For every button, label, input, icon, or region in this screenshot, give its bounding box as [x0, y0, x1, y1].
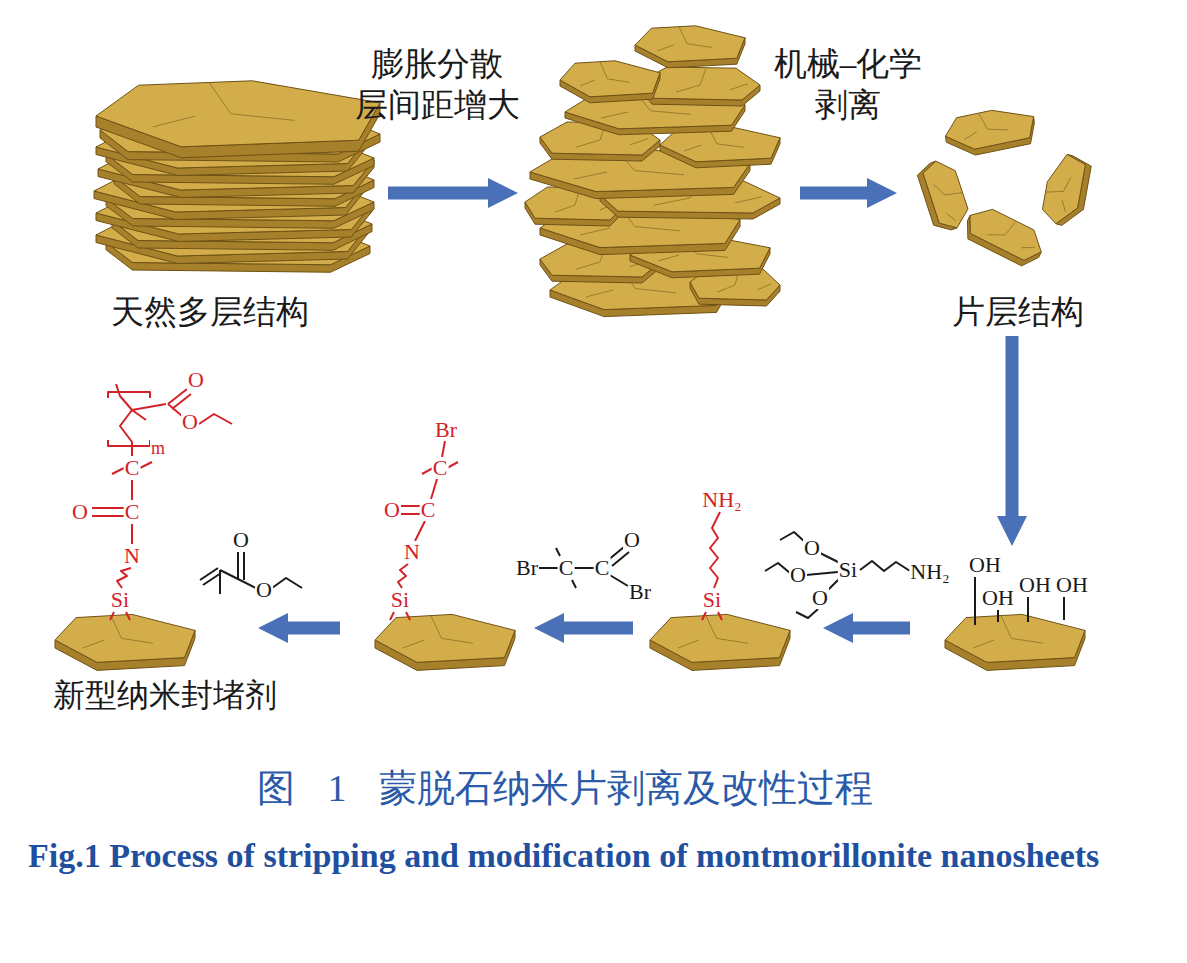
atom-label: O	[383, 499, 401, 521]
atom-label: C	[594, 557, 611, 579]
separated-sheets	[913, 105, 1096, 271]
atom-label: Br	[628, 581, 652, 603]
atom-label: O	[803, 537, 821, 559]
repeat-index: m	[150, 439, 166, 457]
clay-sheet	[96, 81, 380, 158]
process-arrow	[1006, 336, 1019, 520]
hydroxyl-label: OH	[1055, 574, 1089, 596]
stage-node: 片层结构	[905, 98, 1097, 336]
initiator-graft	[390, 441, 458, 620]
polymer-graft	[92, 384, 232, 620]
amine-graft	[702, 512, 722, 620]
atom-label: O	[187, 369, 205, 391]
clay-sheet	[635, 26, 745, 68]
atom-label: Br	[515, 557, 539, 579]
atom-label: N	[403, 541, 421, 563]
stage-node	[518, 18, 784, 314]
monomer-structure	[200, 552, 302, 594]
atom-label: C	[420, 499, 437, 521]
atom-label: C	[124, 501, 141, 523]
process-arrow	[284, 622, 340, 635]
stage-node: 新型纳米封堵剂SiNOCCmOO	[48, 362, 248, 680]
clay-sheet	[943, 105, 1038, 159]
clay-sheet	[375, 614, 515, 670]
process-arrow	[388, 187, 492, 200]
expanded-stack	[525, 26, 780, 317]
clay-sheet	[560, 61, 660, 103]
silane-structure	[765, 532, 910, 618]
atom-label: O	[255, 579, 273, 601]
atom-label: N	[123, 545, 141, 567]
layered-stack	[94, 81, 380, 272]
figure-caption-en: Fig.1 Process of stripping and modificat…	[28, 828, 1108, 883]
clay-sheet	[960, 202, 1049, 271]
process-arrow	[800, 187, 871, 200]
atom-label: NH₂	[701, 489, 742, 511]
atom-label: C	[124, 457, 141, 479]
step-label: 机械–化学 剥离	[763, 44, 933, 127]
atom-label: Si	[110, 589, 130, 611]
atom-label: O	[181, 411, 199, 433]
step-label: 膨胀分散 层间距增大	[352, 44, 522, 127]
clay-sheet	[650, 614, 790, 670]
atom-label: O	[232, 529, 250, 551]
hydroxyl-label: OH	[968, 554, 1002, 576]
atom-label: Si	[838, 559, 858, 581]
atom-label: Si	[390, 589, 410, 611]
clay-sheet	[1037, 151, 1096, 229]
stage-node: OHOHOHOH	[940, 552, 1094, 680]
clay-sheet	[55, 614, 195, 670]
atom-label: O	[789, 564, 807, 586]
stage-label: 片层结构	[951, 296, 1085, 329]
process-arrow	[560, 622, 633, 635]
atom-label: O	[623, 529, 641, 551]
atom-label: NH₂	[909, 561, 950, 583]
hydroxyl-label: OH	[1018, 574, 1052, 596]
process-arrow	[849, 622, 910, 635]
stage-node: Si NH₂	[645, 478, 797, 680]
stage-label: 天然多层结构	[110, 296, 310, 329]
atom-label: C	[558, 557, 575, 579]
clay-sheet	[945, 614, 1085, 670]
atom-label: Br	[434, 419, 458, 441]
atom-label: O	[71, 501, 89, 523]
figure-caption: 图 1 蒙脱石纳米片剥离及改性过程	[0, 766, 1130, 812]
hydroxyl-label: OH	[981, 587, 1015, 609]
product-label: 新型纳米封堵剂	[52, 679, 278, 711]
stage-node: SiNOCCBr	[362, 412, 522, 680]
atom-label: C	[432, 457, 449, 479]
atom-label: Si	[702, 589, 722, 611]
bromide-structure	[539, 547, 629, 588]
clay-sheet	[913, 156, 974, 235]
atom-label: O	[811, 587, 829, 609]
stage-node: 天然多层结构	[88, 78, 388, 336]
